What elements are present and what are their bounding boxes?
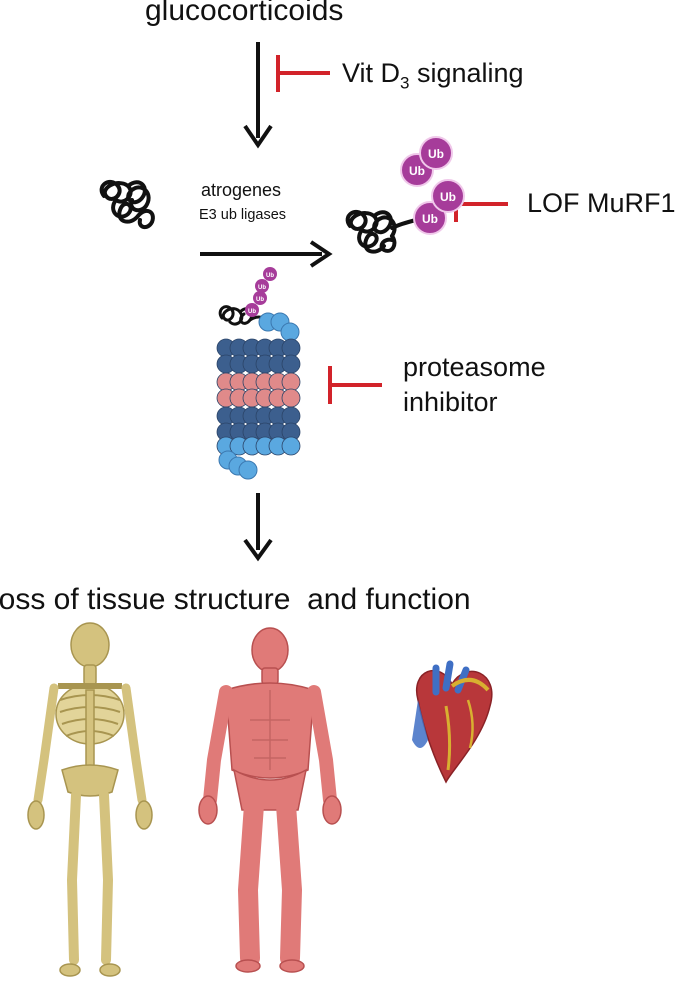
vit-d-subscript: 3: [400, 73, 410, 93]
ub-label: Ub: [440, 190, 456, 204]
proteasome-label: proteasome: [403, 352, 546, 382]
lof-murf1-label: LOF MuRF1: [527, 188, 676, 218]
proteasome-bead: [281, 354, 301, 374]
ubiquitin-chain: Ub Ub Ub Ub: [400, 136, 465, 235]
proteasome-bead: [281, 372, 301, 392]
inhibit-vitd: [276, 55, 330, 92]
muscle-body-icon: [198, 627, 342, 973]
heart-icon: [412, 660, 493, 784]
protein-coil-icon: [99, 179, 155, 229]
atrogenes-label: atrogenes: [201, 180, 282, 200]
ubiquitinated-protein-icon: Ub Ub Ub Ub: [345, 136, 465, 254]
outcome-label: loss of tissue structure and function: [0, 583, 471, 616]
arrow-glucocorticoids-down: [243, 42, 273, 149]
proteasome-icon: Ub Ub Ub Ub: [216, 267, 301, 480]
arrow-atrogenes-right: [200, 240, 333, 268]
ub-label: Ub: [422, 212, 438, 226]
skeleton-icon: [27, 622, 153, 977]
proteasome-bead: [281, 436, 301, 456]
arrow-to-outcome-down: [243, 493, 273, 562]
ub-label: Ub: [409, 164, 425, 178]
vit-d-signaling-label: Vit D3 signaling: [342, 58, 524, 93]
ub-small-label: Ub: [258, 285, 266, 291]
inhibitor-label: inhibitor: [403, 387, 498, 417]
ub-small-label: Ub: [266, 273, 274, 279]
vit-d-rest: signaling: [409, 58, 524, 88]
vit-d-text: Vit D: [342, 58, 401, 88]
proteasome-bead: [281, 406, 301, 426]
ub-label: Ub: [428, 147, 444, 161]
ub-small-label: Ub: [248, 309, 256, 315]
proteasome-bead: [281, 388, 301, 408]
glucocorticoids-label: glucocorticoids: [145, 0, 344, 27]
inhibit-proteasome: [328, 366, 382, 404]
e3-ligases-label: E3 ub ligases: [199, 207, 287, 223]
ub-small-label: Ub: [256, 297, 264, 303]
proteasome-bead: [281, 338, 301, 358]
